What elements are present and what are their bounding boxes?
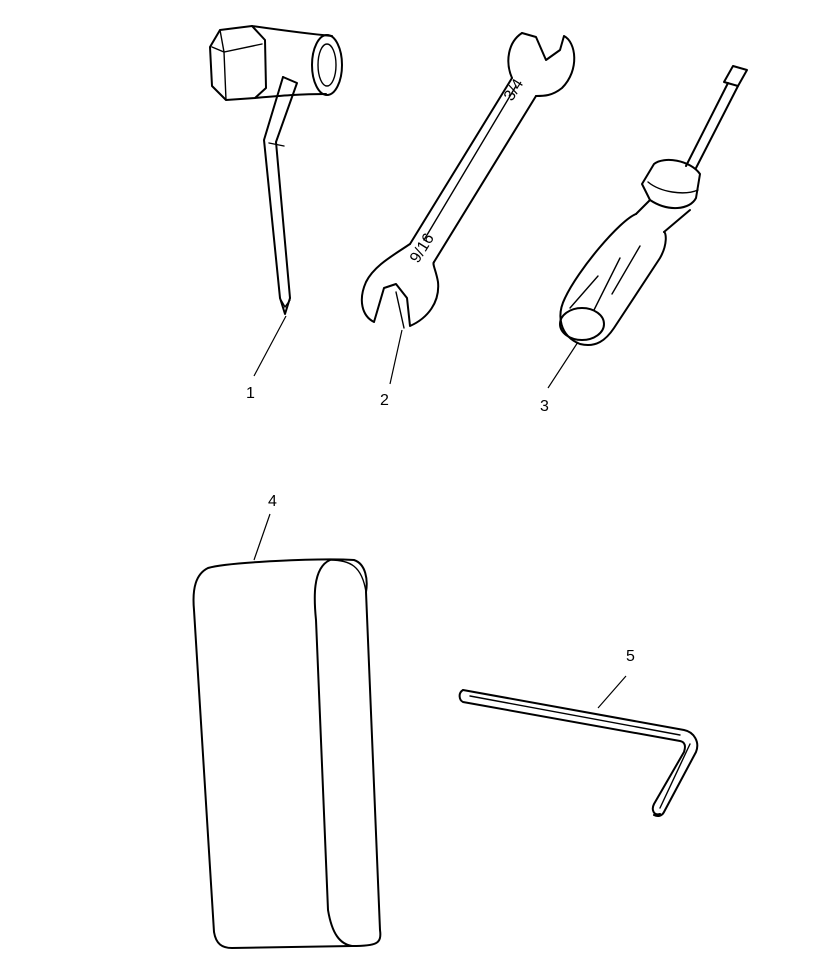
tool-pouch-illustration <box>192 558 382 949</box>
svg-text:9/16: 9/16 <box>407 231 438 267</box>
leader-line-1 <box>253 315 287 377</box>
hex-key-illustration <box>458 689 699 817</box>
leader-line-3 <box>547 341 579 389</box>
open-end-wrench-illustration: 3/4 9/16 <box>360 32 576 329</box>
callout-4: 4 <box>268 493 277 510</box>
leader-line-2 <box>389 329 403 385</box>
callout-1: 1 <box>246 385 255 402</box>
svg-text:3/4: 3/4 <box>501 76 527 104</box>
leader-line-5 <box>597 675 627 709</box>
callout-5: 5 <box>626 648 635 665</box>
callout-3: 3 <box>540 398 549 415</box>
callout-2: 2 <box>380 392 389 409</box>
socket-wrench-illustration <box>209 25 343 315</box>
leader-line-4 <box>253 513 271 561</box>
screwdriver-illustration <box>559 65 748 346</box>
